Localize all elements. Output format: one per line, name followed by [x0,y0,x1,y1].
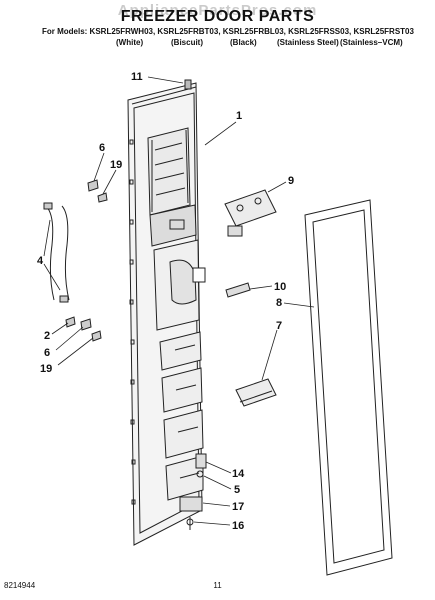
page-number: 11 [213,581,222,590]
callout-16: 16 [232,520,244,532]
callout-14: 14 [232,468,245,480]
color-label-black: (Black) [230,38,257,47]
lower-hinge-part [195,453,207,469]
callout-4: 4 [37,255,44,267]
document-number: 8214944 [4,581,36,590]
color-label-biscuit: (Biscuit) [171,38,203,47]
callout-8: 8 [276,297,282,309]
leader-lines [43,76,315,526]
color-label-white: (White) [116,38,144,47]
callout-1: 1 [236,110,242,122]
gasket-plate [224,189,277,227]
callout-6-lower: 6 [44,347,50,359]
water-tube [45,205,55,301]
strip-part [225,282,251,298]
door-gasket [304,199,393,576]
models-line: For Models: KSRL25FRWH03, KSRL25FRBT03, … [42,27,414,36]
callout-17: 17 [232,501,244,513]
callout-2: 2 [44,330,50,342]
color-label-stainless-steel: (Stainless Steel) [277,38,339,47]
callout-7: 7 [276,320,282,332]
callout-11-top: 11 [131,71,143,83]
door-edge-holes [129,139,136,505]
top-screw [184,79,192,90]
callout-5: 5 [234,484,240,496]
callout-10: 10 [274,281,286,293]
callout-19-upper: 19 [110,159,122,171]
door-bin [235,378,277,407]
callout-numbers: 11 1 6 19 9 4 10 8 2 7 6 19 14 5 17 16 [37,71,294,532]
watermark: AppliancePartsPros.com [117,2,318,19]
hinge-bracket [179,496,203,512]
callout-19-lower: 19 [40,363,52,375]
page-title: FREEZER DOOR PARTS [120,8,315,25]
callout-6-upper: 6 [99,142,105,154]
color-label-stainless-vcm: (Stainless–VCM) [340,38,403,47]
callout-9: 9 [288,175,294,187]
